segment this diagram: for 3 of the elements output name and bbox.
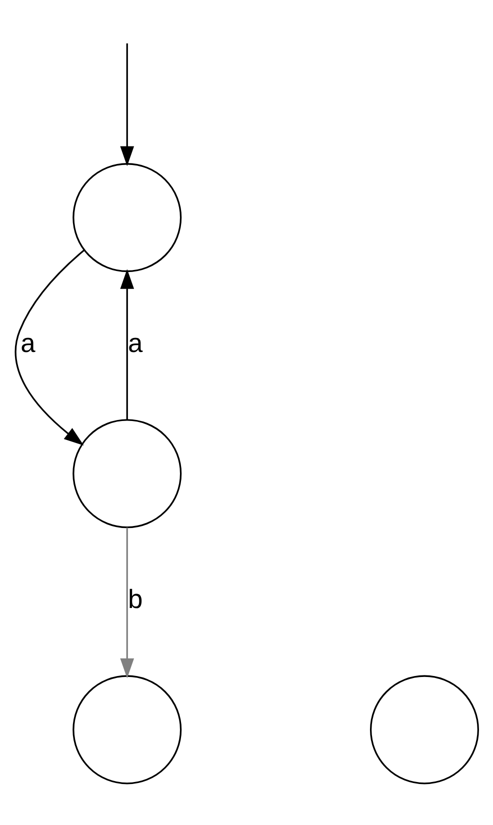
- edge-label: a: [128, 328, 143, 358]
- edge-label: a: [20, 328, 36, 358]
- edge-label: b: [128, 584, 143, 614]
